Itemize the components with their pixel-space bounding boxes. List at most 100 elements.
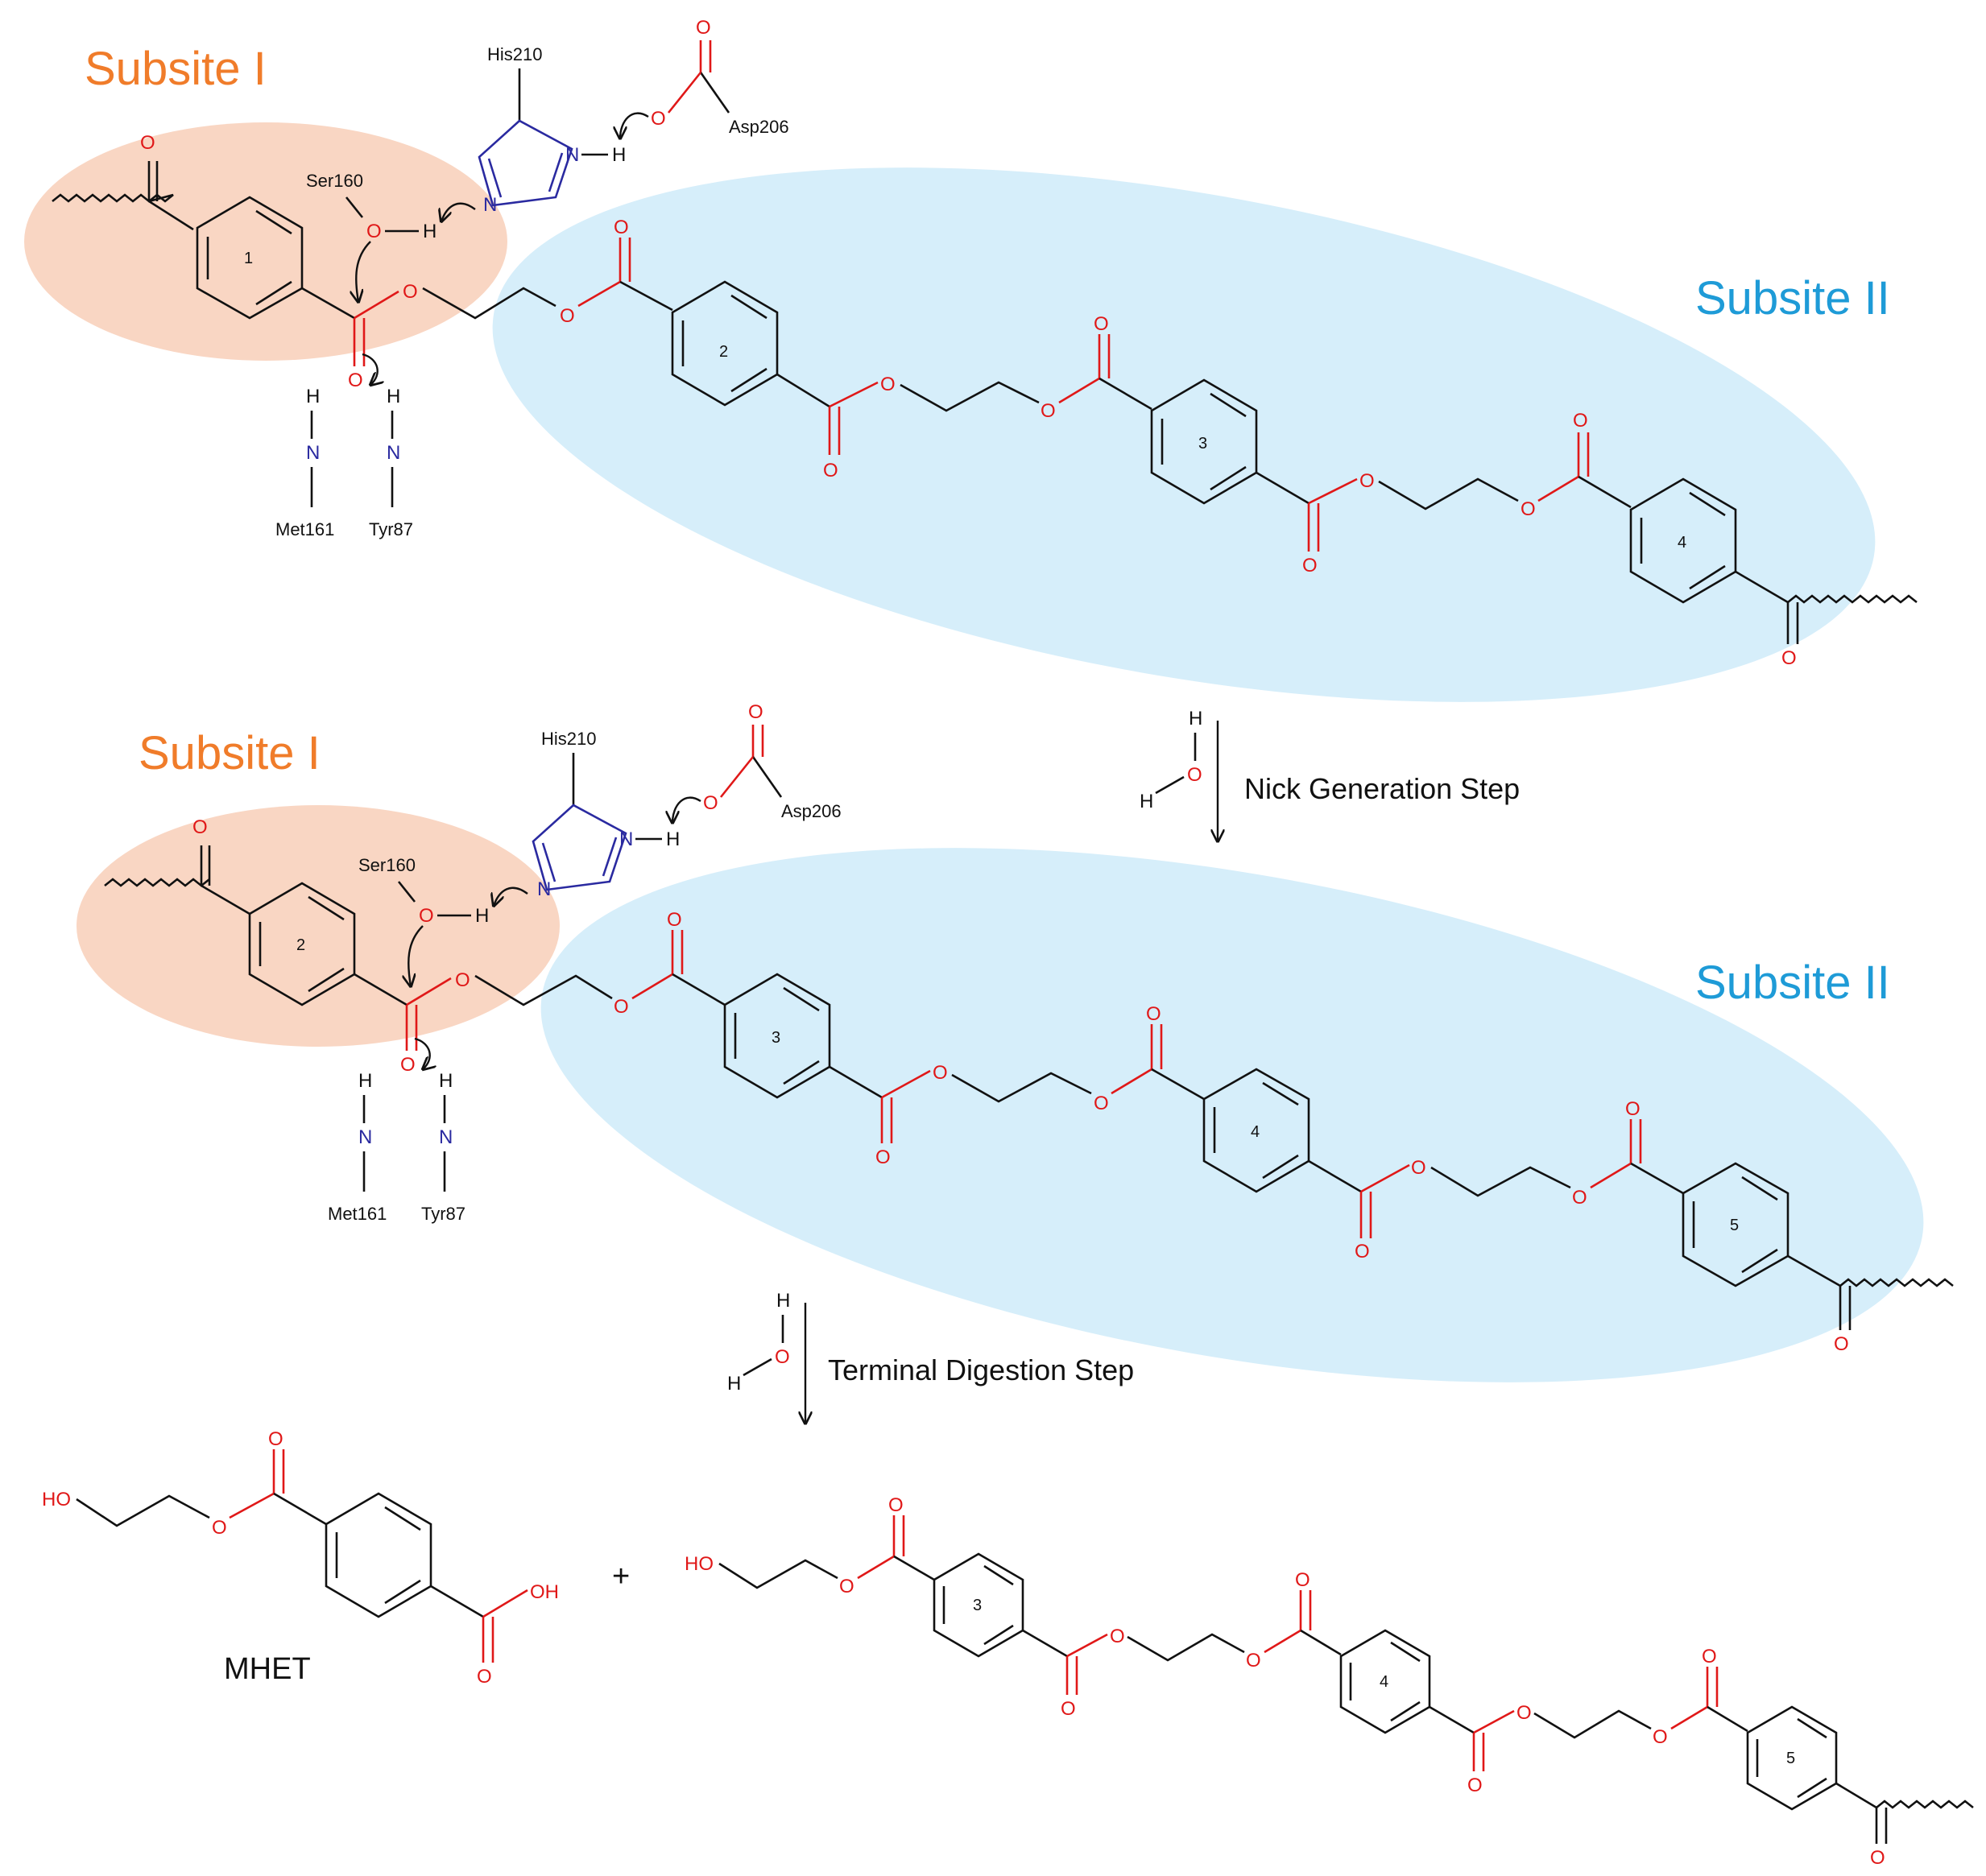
benzene-ring-4: 4	[1339, 1629, 1431, 1734]
polymer-chain-wavy	[1787, 594, 1918, 604]
atom-oxygen: O	[455, 969, 470, 991]
atom-oxygen: O	[1781, 647, 1797, 669]
oxyanion-hole-residues: H N Met161 H N Tyr87	[328, 1070, 465, 1224]
terminal-digestion-step: H O H Terminal Digestion Step	[727, 1290, 1134, 1424]
atom-oxygen: O	[140, 132, 155, 154]
atom-nitrogen: N	[358, 1126, 372, 1148]
atom-hydroxyl: OH	[530, 1581, 559, 1603]
aspartate-residue: O O Asp206	[620, 17, 789, 138]
ring-number: 2	[296, 936, 305, 954]
atom-oxygen: O	[477, 1666, 492, 1688]
atom-oxygen: O	[1625, 1098, 1641, 1120]
atom-hydroxyl: HO	[42, 1489, 71, 1510]
plus-sign: +	[612, 1560, 630, 1593]
atom-hydrogen: H	[727, 1373, 741, 1395]
ring-number: 1	[244, 250, 253, 267]
serine-residue: Ser160 O H	[306, 171, 476, 385]
histidine-residue: His210 N N H	[478, 44, 626, 216]
oxyanion-hole-residues: H N Met161 H N Tyr87	[275, 386, 413, 539]
atom-hydrogen: H	[612, 144, 626, 166]
atom-oxygen: O	[696, 17, 711, 39]
product-polymer-fragment: HO O O 3 O O O O 4	[685, 1494, 1974, 1869]
atom-oxygen: O	[192, 816, 208, 838]
ring-number: 3	[772, 1029, 780, 1047]
polymer-chain-wavy	[1876, 1800, 1974, 1809]
atom-oxygen: O	[1834, 1333, 1849, 1355]
benzene-ring-5: 5	[1746, 1705, 1838, 1811]
asp-label: Asp206	[729, 117, 789, 137]
aspartate-residue: O O Asp206	[672, 701, 842, 823]
atom-oxygen: O	[703, 792, 718, 814]
atom-nitrogen: N	[439, 1126, 453, 1148]
atom-hydrogen: H	[475, 905, 489, 927]
subsite-2-label-top: Subsite II	[1695, 272, 1890, 324]
benzene-ring-2: 2	[248, 882, 356, 1006]
tyr-label: Tyr87	[369, 519, 413, 539]
met-label: Met161	[328, 1204, 387, 1224]
benzene-ring-1: 1	[196, 196, 304, 320]
ring-number: 4	[1678, 534, 1686, 552]
ring-number: 5	[1786, 1750, 1795, 1767]
met-label: Met161	[275, 519, 334, 539]
atom-oxygen: O	[875, 1147, 891, 1168]
atom-oxygen: O	[419, 905, 434, 927]
ser-label: Ser160	[306, 171, 363, 191]
atom-oxygen: O	[1573, 410, 1588, 432]
atom-oxygen: O	[1295, 1569, 1310, 1591]
atom-oxygen: O	[748, 701, 763, 723]
atom-oxygen: O	[400, 1054, 416, 1076]
atom-oxygen: O	[560, 305, 575, 327]
atom-oxygen: O	[1146, 1003, 1161, 1025]
atom-oxygen: O	[1467, 1775, 1483, 1796]
subsite-2-label-middle: Subsite II	[1695, 957, 1890, 1009]
atom-oxygen: O	[366, 221, 382, 242]
atom-oxygen: O	[268, 1428, 283, 1450]
ring-number: 3	[1198, 435, 1207, 452]
atom-oxygen: O	[1359, 470, 1375, 492]
atom-hydrogen: H	[1189, 708, 1202, 729]
atom-oxygen: O	[1302, 555, 1318, 576]
ring-number: 2	[719, 343, 728, 361]
benzene-ring-2: 2	[671, 280, 779, 407]
polymer-chain-wavy	[52, 193, 174, 203]
atom-oxygen: O	[1246, 1650, 1261, 1671]
atom-oxygen: O	[614, 996, 629, 1018]
polymer-chain-wavy	[104, 878, 210, 887]
tyr-label: Tyr87	[421, 1204, 465, 1224]
atom-hydrogen: H	[358, 1070, 372, 1092]
atom-oxygen: O	[888, 1494, 904, 1516]
subsite-1-label-top: Subsite I	[85, 43, 267, 95]
ser-label: Ser160	[358, 855, 416, 875]
atom-hydrogen: H	[423, 221, 437, 242]
atom-hydrogen: H	[439, 1070, 453, 1092]
panel-top: Subsite I Subsite II O 1 O O O O	[24, 17, 1918, 702]
atom-nitrogen: N	[619, 828, 633, 850]
histidine-residue: His210 N N H	[532, 729, 680, 900]
atom-oxygen: O	[667, 909, 682, 931]
benzene-ring-3: 3	[1150, 378, 1258, 505]
atom-hydrogen: H	[776, 1290, 790, 1312]
polymer-chain-wavy	[1839, 1278, 1954, 1287]
atom-oxygen: O	[839, 1576, 854, 1597]
ring-number: 4	[1380, 1673, 1388, 1691]
atom-oxygen: O	[823, 460, 838, 481]
atom-oxygen: O	[1041, 400, 1056, 422]
atom-hydrogen: H	[666, 828, 680, 850]
subsite-1-label-middle: Subsite I	[139, 727, 321, 779]
benzene-ring-3: 3	[933, 1552, 1024, 1658]
subsite-1-region-top	[24, 122, 507, 361]
atom-oxygen: O	[1110, 1626, 1125, 1647]
atom-oxygen: O	[1094, 1093, 1109, 1114]
atom-oxygen: O	[1521, 498, 1536, 520]
ring-number: 4	[1251, 1123, 1260, 1141]
panel-middle: Subsite I Subsite II O 2 O O O O	[77, 701, 1954, 1382]
atom-oxygen: O	[1355, 1241, 1370, 1262]
atom-oxygen: O	[880, 374, 896, 395]
atom-oxygen: O	[1870, 1847, 1885, 1869]
atom-oxygen: O	[1653, 1726, 1668, 1748]
atom-oxygen: O	[1094, 313, 1109, 335]
atom-oxygen: O	[775, 1346, 790, 1368]
ring-number: 3	[973, 1597, 982, 1614]
ring-number: 5	[1730, 1217, 1739, 1234]
